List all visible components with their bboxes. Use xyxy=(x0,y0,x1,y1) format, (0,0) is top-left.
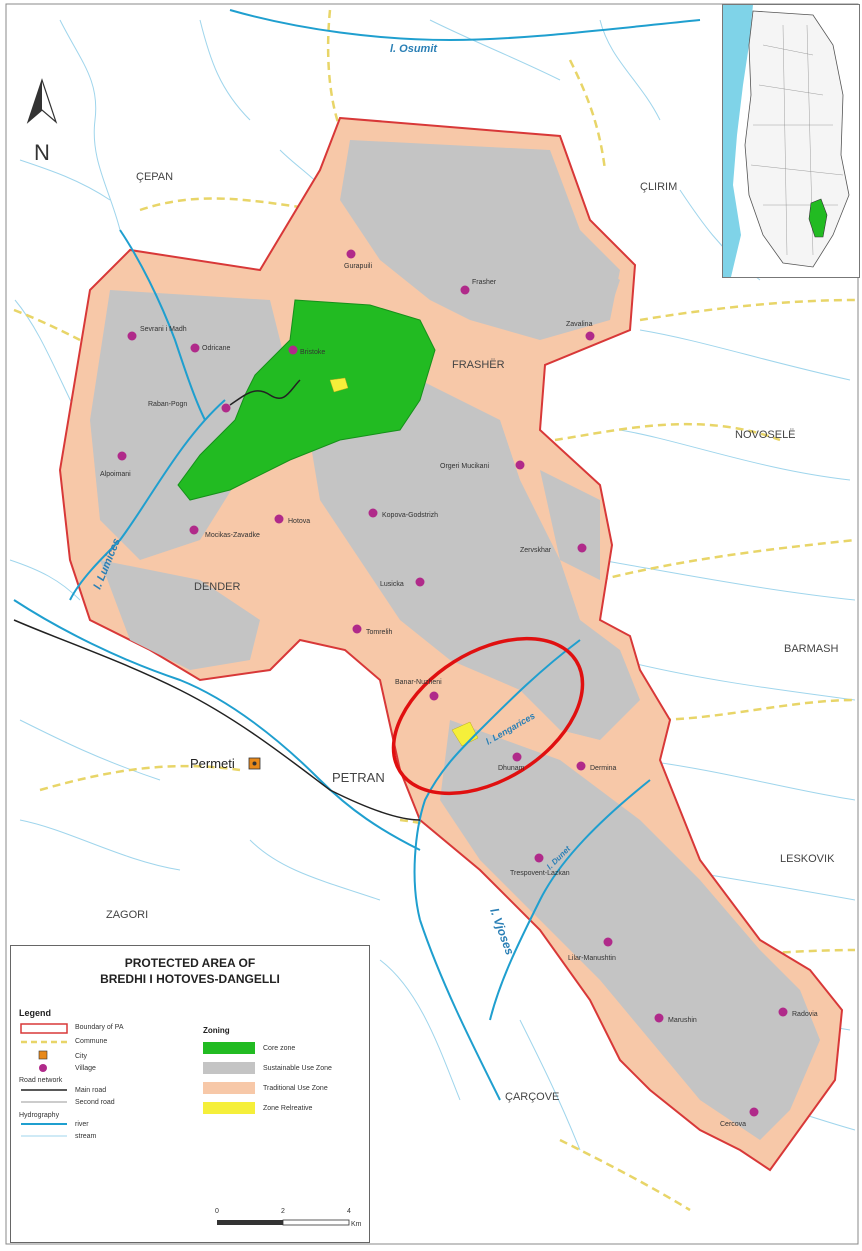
legend-core-swatch xyxy=(203,1042,255,1054)
village-label: Mocikas-Zavadke xyxy=(205,532,260,539)
legend-city-icon xyxy=(38,1050,48,1060)
north-label: N xyxy=(34,140,50,165)
legend-title-line1: PROTECTED AREA OF xyxy=(124,956,256,970)
village-label: Frasher xyxy=(472,279,497,286)
region-label: FRASHËR xyxy=(452,359,505,371)
scale-bar-light xyxy=(282,1219,350,1226)
legend-item-main-road: Main road xyxy=(75,1087,107,1094)
north-arrow-icon: N xyxy=(26,78,58,165)
inset-sea xyxy=(723,5,753,277)
inset-overview-map xyxy=(722,4,860,278)
legend-sustainable-swatch xyxy=(203,1062,255,1074)
legend-zone-swatches xyxy=(203,1042,255,1114)
main-road xyxy=(229,379,301,406)
village-label: Alpoimani xyxy=(100,471,131,478)
legend-village-icon xyxy=(39,1064,47,1072)
inset-district-lines xyxy=(750,24,844,256)
village-label: Raban-Pogn xyxy=(148,401,187,408)
city-label: Permeti xyxy=(190,756,235,771)
region-label: ZAGORI xyxy=(106,909,148,921)
region-label: ÇLIRIM xyxy=(640,181,677,193)
legend-zone-core: Core zone xyxy=(263,1045,296,1052)
legend-heading: Legend xyxy=(19,1008,52,1018)
village-label: Dermina xyxy=(590,765,617,772)
legend-traditional-swatch xyxy=(203,1082,255,1094)
region-label: ÇARÇOVE xyxy=(505,1091,559,1103)
village-label: Trespovent-Lazkan xyxy=(510,870,570,877)
village-label: Cercova xyxy=(720,1121,746,1128)
legend-item-road-network: Road network xyxy=(19,1077,63,1084)
legend-recreative-swatch xyxy=(203,1102,255,1114)
village-label: Sevrani i Madh xyxy=(140,326,187,333)
legend-item-village: Village xyxy=(75,1065,96,1072)
highlight-ellipse xyxy=(391,636,585,796)
legend-zone-sustainable: Sustainable Use Zone xyxy=(263,1065,332,1072)
core-zone xyxy=(177,299,436,501)
region-label: NOVOSELË xyxy=(735,429,796,441)
city-marker: Permeti xyxy=(190,756,261,771)
region-label: ÇEPAN xyxy=(136,171,173,183)
village-label: Odricane xyxy=(202,345,231,352)
scale-label-unit: Km xyxy=(351,1221,362,1228)
scale-bar-dark xyxy=(217,1220,283,1225)
village-label: Banar-Nuzheni xyxy=(395,679,442,686)
rivers xyxy=(13,9,701,1101)
region-labels: ÇEPAN ÇLIRIM NOVOSELË BARMASH LESKOVIK Ç… xyxy=(106,171,838,1103)
village-label: Gurapuili xyxy=(344,263,372,270)
region-label: PETRAN xyxy=(332,770,385,785)
legend-item-hydrography: Hydrography xyxy=(19,1112,60,1119)
village-label: Orgeri Mucikani xyxy=(440,463,489,470)
legend-zoning-heading: Zoning xyxy=(203,1026,230,1035)
scale-bar xyxy=(217,1219,350,1226)
sustainable-use-zone xyxy=(90,140,820,1140)
legend-zone-traditional: Traditional Use Zone xyxy=(263,1085,328,1092)
village-label: Bristoke xyxy=(300,349,325,356)
legend-zone-recreative: Zone Relreative xyxy=(263,1105,313,1112)
villages: Gurapuili Frasher Zavalina Sevrani i Mad… xyxy=(100,249,818,1128)
village-label: Zavalina xyxy=(566,321,593,328)
village-label: Dhunam xyxy=(498,765,525,772)
scale-label-4: 4 xyxy=(347,1208,351,1215)
scale-label-2: 2 xyxy=(281,1208,285,1215)
legend-title-line2: BREDHI I HOTOVES-DANGELLI xyxy=(100,972,280,986)
river-label: l. Osumit xyxy=(390,43,438,55)
region-label: DENDER xyxy=(194,581,241,593)
region-label: LESKOVIK xyxy=(780,853,835,865)
legend-boundary-swatch xyxy=(20,1023,68,1034)
inset-country-outline xyxy=(744,10,850,268)
legend-panel: PROTECTED AREA OF BREDHI I HOTOVES-DANGE… xyxy=(10,945,370,1243)
legend-symbols xyxy=(20,1023,68,1137)
region-label: BARMASH xyxy=(784,643,838,655)
village-label: Lilar-Manushtin xyxy=(568,955,616,962)
legend-item-second-road: Second road xyxy=(75,1099,115,1106)
village-label: Hotova xyxy=(288,518,310,525)
legend-item-commune: Commune xyxy=(75,1038,108,1045)
village-label: Kopova-Godstrizh xyxy=(382,512,438,519)
main-road xyxy=(13,619,421,821)
inset-pa-location xyxy=(808,198,828,238)
legend-item-river: river xyxy=(75,1121,89,1128)
legend-item-stream: stream xyxy=(75,1133,97,1140)
legend-item-city: City xyxy=(75,1053,88,1060)
scale-label-0: 0 xyxy=(215,1208,219,1215)
village-label: Radovia xyxy=(792,1011,818,1018)
village-label: Tomrelih xyxy=(366,629,393,636)
village-label: Lusicka xyxy=(380,581,404,588)
legend-item-boundary: Boundary of PA xyxy=(75,1024,124,1031)
village-label: Marushin xyxy=(668,1017,697,1024)
village-label: Zervskhar xyxy=(520,547,552,554)
inset-map-graphic xyxy=(723,5,859,277)
